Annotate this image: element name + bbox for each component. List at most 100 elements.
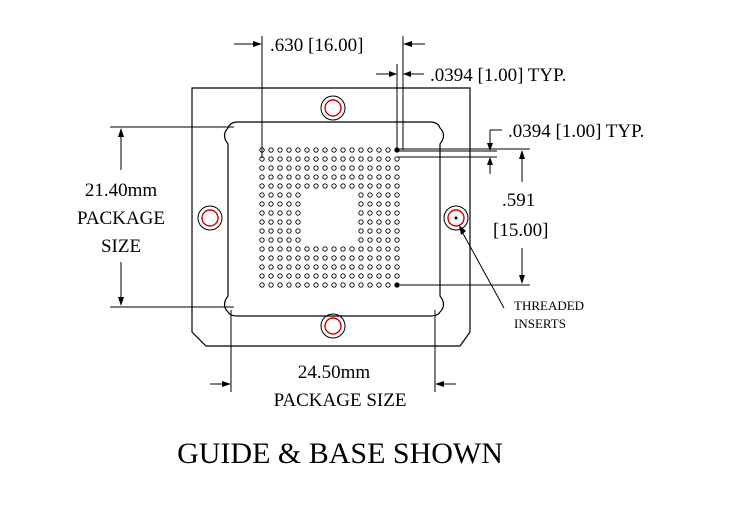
ball: [376, 246, 382, 252]
ball: [259, 282, 265, 288]
ball: [358, 246, 364, 252]
ball: [286, 210, 292, 216]
ball: [394, 273, 400, 279]
ball: [358, 282, 364, 288]
label-pkg-height-3: SIZE: [101, 236, 141, 257]
ball: [295, 282, 301, 288]
ball: [376, 237, 382, 243]
ball: [277, 264, 283, 270]
ball: [349, 273, 355, 279]
ball: [286, 264, 292, 270]
ball: [268, 264, 274, 270]
ball: [286, 201, 292, 207]
ball: [313, 264, 319, 270]
ball: [358, 273, 364, 279]
ball: [385, 156, 391, 162]
ball: [394, 192, 400, 198]
ball: [268, 201, 274, 207]
ball: [277, 183, 283, 189]
ball: [259, 219, 265, 225]
ball: [349, 147, 355, 153]
ball: [367, 255, 373, 261]
ball: [367, 147, 373, 153]
ball: [376, 183, 382, 189]
ball: [349, 246, 355, 252]
ball: [340, 264, 346, 270]
ball: [385, 192, 391, 198]
ball: [322, 246, 328, 252]
ball: [259, 264, 265, 270]
ball: [385, 210, 391, 216]
ball: [331, 165, 337, 171]
ball: [367, 201, 373, 207]
ball: [376, 255, 382, 261]
dim-pkg-width-lines: [210, 310, 456, 392]
ball: [295, 219, 301, 225]
ball: [358, 201, 364, 207]
ball: [268, 273, 274, 279]
ball: [277, 165, 283, 171]
ball: [304, 165, 310, 171]
ball: [376, 264, 382, 270]
ball: [394, 246, 400, 252]
insert-top: [320, 95, 346, 121]
ball: [322, 273, 328, 279]
ball: [322, 264, 328, 270]
label-row-span-1: .591: [502, 190, 535, 211]
ball: [259, 255, 265, 261]
ball: [367, 264, 373, 270]
ball: [313, 255, 319, 261]
ball: [376, 282, 382, 288]
ball: [277, 174, 283, 180]
ball: [376, 219, 382, 225]
ball: [286, 183, 292, 189]
ball: [385, 255, 391, 261]
ball: [295, 273, 301, 279]
ball: [340, 282, 346, 288]
ball: [367, 246, 373, 252]
ball: [259, 183, 265, 189]
ball: [340, 147, 346, 153]
ball: [349, 255, 355, 261]
ball: [259, 174, 265, 180]
label-ball-dia: .0394 [1.00] TYP.: [430, 65, 566, 86]
ball: [394, 174, 400, 180]
ball: [313, 183, 319, 189]
ball: [358, 228, 364, 234]
inserts-leader: [459, 225, 505, 309]
ball: [385, 273, 391, 279]
ball: [376, 201, 382, 207]
label-inserts-2: INSERTS: [514, 316, 566, 331]
ball: [358, 219, 364, 225]
ball: [340, 174, 346, 180]
ball: [259, 237, 265, 243]
ball: [286, 165, 292, 171]
ball: [331, 255, 337, 261]
ball: [349, 156, 355, 162]
ball: [268, 228, 274, 234]
ball: [277, 246, 283, 252]
ball: [268, 165, 274, 171]
ball: [277, 282, 283, 288]
ball: [268, 282, 274, 288]
ball: [268, 174, 274, 180]
ball: [277, 147, 283, 153]
ball: [277, 219, 283, 225]
ball: [304, 282, 310, 288]
ball: [322, 282, 328, 288]
label-inserts-1: THREADED: [514, 298, 584, 313]
ball: [367, 273, 373, 279]
ball: [349, 282, 355, 288]
ball: [286, 282, 292, 288]
ball: [304, 183, 310, 189]
ball: [394, 237, 400, 243]
ball: [268, 219, 274, 225]
ball: [358, 147, 364, 153]
ball: [304, 273, 310, 279]
ball: [376, 156, 382, 162]
ball: [322, 147, 328, 153]
dim-row-span-lines: [397, 148, 530, 286]
dim-ball-dia-lines: [376, 64, 424, 150]
ball: [295, 246, 301, 252]
ball: [268, 192, 274, 198]
